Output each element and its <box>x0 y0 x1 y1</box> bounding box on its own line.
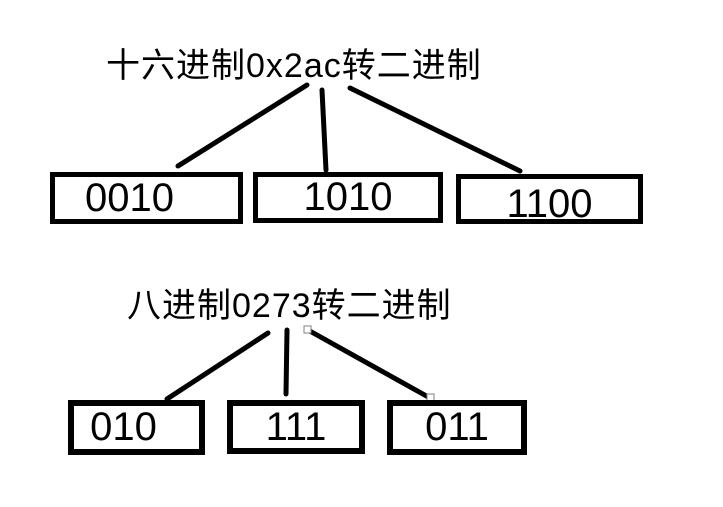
binary-group-value: 1010 <box>303 175 393 219</box>
binary-group-value: 010 <box>90 405 157 449</box>
octal-conversion-title: 八进制0273转二进制 <box>127 287 452 325</box>
connector-line-oct-2 <box>283 327 290 397</box>
connector-line-oct-1 <box>164 330 271 402</box>
hex-binary-box-1: 0010 <box>50 172 243 224</box>
octal-binary-box-3: 011 <box>387 400 527 455</box>
connector-line-hex-2 <box>319 87 329 173</box>
connector-line-oct-3 <box>305 327 433 401</box>
binary-group-value: 1100 <box>506 181 593 226</box>
binary-group-value: 0010 <box>85 175 174 220</box>
hex-binary-box-2: 1010 <box>253 172 443 223</box>
octal-binary-box-1: 010 <box>68 400 205 455</box>
binary-group-value: 111 <box>265 404 327 449</box>
hex-conversion-title: 十六进制0x2ac转二进制 <box>106 47 482 85</box>
hex-binary-box-3: 1100 <box>456 174 643 226</box>
connector-line-hex-1 <box>175 82 310 169</box>
binary-group-value: 011 <box>425 405 489 449</box>
selection-handle[interactable] <box>303 325 312 334</box>
connector-line-hex-3 <box>347 85 523 174</box>
octal-binary-box-2: 111 <box>227 400 365 454</box>
